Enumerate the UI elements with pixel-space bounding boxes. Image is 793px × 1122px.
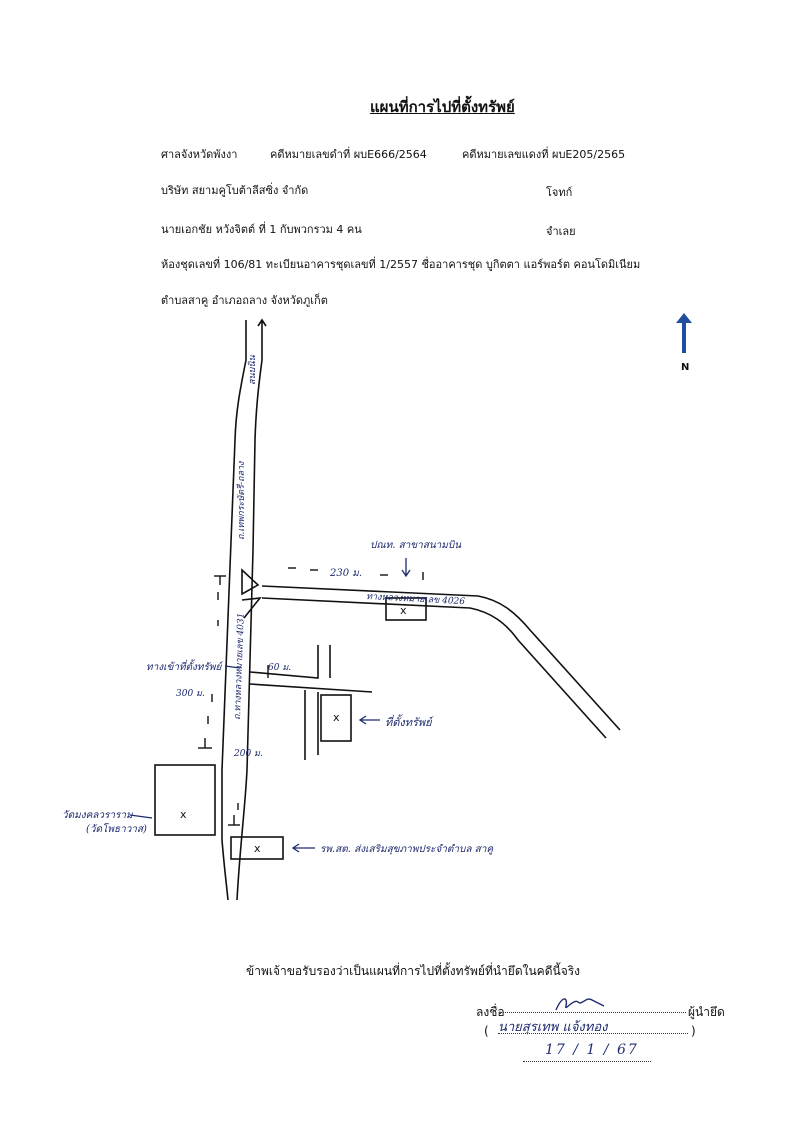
signer-role: ผู้นำยึด <box>688 1005 725 1019</box>
property-box <box>320 694 352 742</box>
health-center-label: รพ.สต. ส่งเสริมสุขภาพประจำตำบล สาคู <box>320 843 494 855</box>
entrance-arrow <box>224 665 241 669</box>
plaintiff-name: บริษัท สยามคูโบต้าลีสซิ่ง จำกัด <box>161 184 309 197</box>
black-case-number: คดีหมายเลขดำที่ ผบE666/2564 <box>270 148 427 161</box>
defendant-name: นายเอกชัย หวังจิตต์ ที่ 1 กับพวกรวม 4 คน <box>161 223 362 236</box>
junction-island-south <box>241 596 262 619</box>
sign-label: ลงชื่อ <box>476 1005 505 1019</box>
north-road-arrow <box>257 318 267 327</box>
defendant-role: จำเลย <box>546 225 576 238</box>
name-dotted-line <box>498 1033 688 1034</box>
distance-60-label: 60 ม. <box>268 663 291 673</box>
main-road-lower-label: ถ.ทางหลวงหมายเลข 4031 <box>233 613 247 721</box>
signer-name: นายสุรเทพ แจ้งทอง <box>498 1020 608 1035</box>
post-office-box <box>385 597 427 621</box>
signature-scribble <box>555 998 605 1011</box>
entrance-label: ทางเข้าที่ตั้งทรัพย์ <box>146 659 223 673</box>
entrance-road-north <box>249 645 319 679</box>
post-office-arrow <box>401 558 411 578</box>
side-road-north-edge <box>261 585 621 731</box>
property-here-label: ที่ตั้งทรัพย์ <box>385 714 435 729</box>
certification-text: ข้าพเจ้าขอรับรองว่าเป็นแผนที่การไปที่ตั้… <box>246 964 581 978</box>
main-road-west-edge <box>221 320 247 900</box>
property-description: ห้องชุดเลขที่ 106/81 ทะเบียนอาคารชุดเลขท… <box>161 258 641 271</box>
distance-230-label: 230 ม. <box>329 568 362 579</box>
red-case-number: คดีหมายเลขแดงที่ ผบE205/2565 <box>462 148 626 161</box>
entrance-road-south <box>249 683 373 693</box>
temple-box <box>154 764 216 836</box>
north-label: N <box>681 362 690 373</box>
property-location: ตำบลสาคู อำเภอถลาง จังหวัดภูเก็ต <box>161 294 328 307</box>
main-road-label: ถ.เทพกระษัตรี-ถลาง <box>236 461 247 540</box>
signature-dotted-line <box>500 1012 686 1013</box>
document-title: แผนที่การไปที่ตั้งทรัพย์ <box>370 98 515 116</box>
temple-x-mark: x <box>180 808 187 821</box>
temple-alt-label: (วัดโพธาวาส) <box>86 823 147 835</box>
junction-island-north <box>241 568 260 596</box>
location-map: สนบนิน ถ.เทพกระษัตรี-ถลาง ถ.ทางหลวงหมายเ… <box>62 318 621 900</box>
main-road-east-edge <box>236 320 263 900</box>
distance-300-label: 300 ม. <box>176 689 205 699</box>
property-x-mark: x <box>333 711 340 724</box>
property-arrow <box>358 715 380 725</box>
temple-arrow <box>129 814 153 819</box>
top-road-label: สนบนิน <box>247 354 258 385</box>
health-center-x-mark: x <box>254 842 261 855</box>
north-arrow-icon <box>676 313 692 353</box>
date-dotted-line <box>523 1061 651 1062</box>
post-office-x-mark: x <box>400 604 407 617</box>
health-center-box <box>230 836 284 860</box>
paren-open: ( <box>484 1024 489 1038</box>
paren-close: ) <box>691 1024 696 1038</box>
post-office-label: ปณท. สาขาสนามบิน <box>370 539 462 551</box>
health-center-arrow <box>291 843 315 853</box>
plaintiff-role: โจทก์ <box>546 186 573 199</box>
temple-label: วัดมงคลวราราม <box>62 810 134 821</box>
court-name: ศาลจังหวัดพังงา <box>161 148 238 161</box>
signature-date: 17 / 1 / 67 <box>545 1042 639 1058</box>
side-road-south-edge <box>261 597 607 739</box>
distance-200-label: 200 ม. <box>233 749 263 759</box>
